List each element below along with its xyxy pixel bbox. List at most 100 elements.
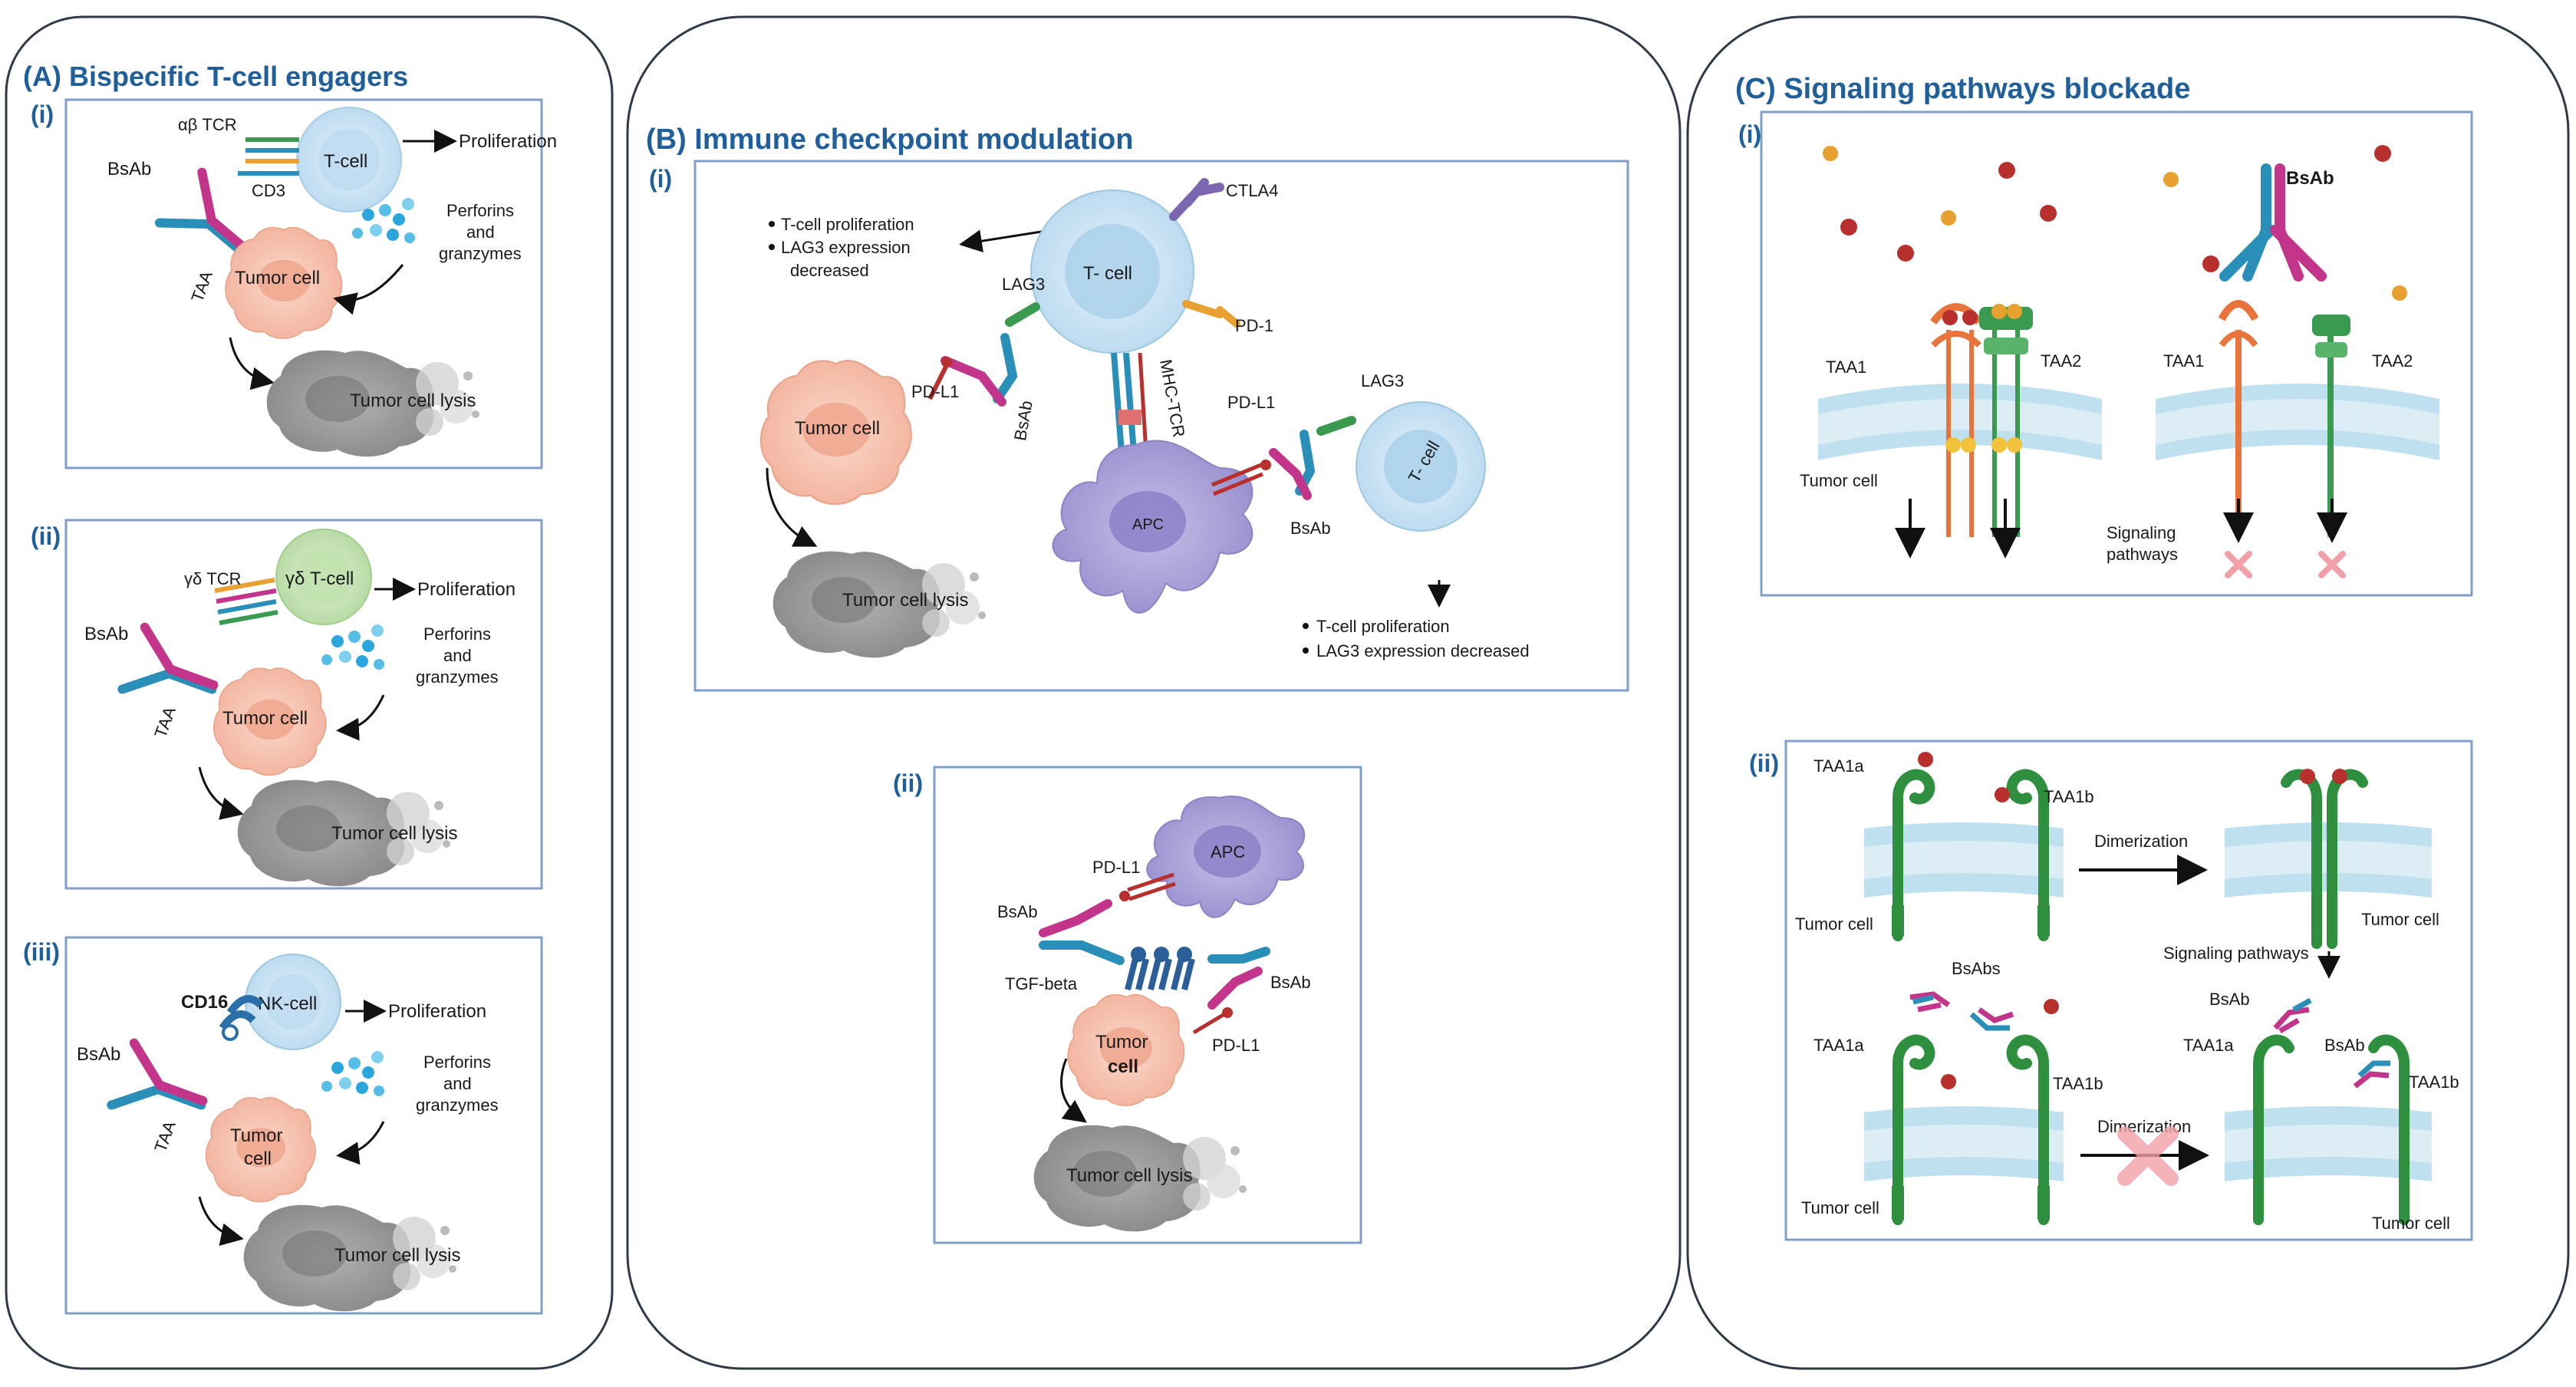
panel-b-i: (i) T-cell proliferation LAG3 expression… — [649, 160, 1629, 692]
ctla4-label: CTLA4 — [1226, 181, 1278, 200]
gd-tcr-receptor — [214, 578, 278, 625]
nk-cell-label: NK-cell — [258, 993, 317, 1014]
taa1b-top-label: TAA1b — [2044, 787, 2094, 806]
taa1-left-label: TAA1 — [1826, 357, 1866, 377]
gd-tcr-label: γδ TCR — [184, 569, 242, 588]
bsab-left — [940, 333, 1018, 407]
taa2-right-label: TAA2 — [2372, 351, 2413, 371]
panel-b-outline — [626, 15, 1682, 1370]
taa-label: TAA — [187, 269, 216, 305]
perforins-line1: Perforins — [423, 1053, 491, 1072]
panel-a-outline — [5, 15, 614, 1370]
dimer-receptor-top-right — [2281, 769, 2368, 949]
panel-c-title: (C) Signaling pathways blockade — [1735, 73, 2190, 105]
bsab-left-label: BsAb — [1010, 399, 1036, 442]
tcr-label: αβ TCR — [178, 115, 237, 134]
bsab-right-label: BsAb — [1270, 973, 1311, 992]
t-cell-main-label: T- cell — [1083, 263, 1132, 284]
outcome-top-line1: T-cell proliferation — [781, 215, 914, 234]
proliferation-label: Proliferation — [459, 131, 557, 152]
panel-a-ii: (ii) γδ T-cell γδ TCR Proliferation BsAb… — [31, 519, 543, 890]
bsab-right-label: BsAb — [1290, 519, 1331, 538]
granzymes-icon — [321, 624, 384, 670]
bsab-label: BsAb — [84, 624, 128, 644]
outcome-top-line3: decreased — [790, 261, 869, 280]
tgf-beta-label: TGF-beta — [1005, 974, 1078, 993]
tumor-cell-label-line2: cell — [1108, 1056, 1138, 1077]
bsab-label: BsAb — [77, 1044, 120, 1065]
free-bsabs — [1909, 991, 2014, 1031]
lysis-label: Tumor cell lysis — [842, 590, 968, 611]
lysis-label: Tumor cell lysis — [334, 1245, 460, 1266]
bsab-right2-label: BsAb — [2324, 1036, 2365, 1055]
cd16-receptor — [219, 995, 264, 1041]
mhc-tcr-label: MHC-TCR — [1156, 358, 1188, 439]
taa1a-bottom-right-label: TAA1a — [2183, 1036, 2234, 1055]
tumor-cell-label: Tumor cell — [235, 268, 320, 288]
perforins-line2: and — [443, 1074, 472, 1093]
apc-label: APC — [1211, 842, 1245, 862]
taa1-right-label: TAA1 — [2163, 351, 2204, 371]
panel-a-iii: (iii) NK-cell CD16 Proliferation BsAb Pe… — [23, 936, 543, 1315]
signaling-line1: Signaling — [2107, 523, 2176, 542]
taa1a-receptor-bottom — [1892, 1034, 1935, 1225]
tumor-cell-label: Tumor cell — [1800, 471, 1878, 490]
tumor-cell-label-line1: Tumor — [1095, 1032, 1148, 1053]
pd-l1-bottom-label: PD-L1 — [1212, 1036, 1260, 1055]
pd-l1-left-label: PD-L1 — [911, 382, 959, 401]
lysis-label: Tumor cell lysis — [331, 823, 457, 844]
panel-c-ii-label: (ii) — [1749, 750, 1779, 777]
signaling-line2: pathways — [2107, 545, 2178, 564]
taa1b-bottom-label: TAA1b — [2053, 1074, 2103, 1093]
bsab-left — [1039, 899, 1125, 965]
bsabs-label: BsAbs — [1952, 959, 2001, 978]
outcome-bottom-line2: LAG3 expression decreased — [1316, 641, 1530, 661]
tumor-cell-label-line2: cell — [244, 1148, 272, 1169]
taa1b-bottom-right-label: TAA1b — [2409, 1072, 2459, 1092]
taa1b-receptor-top — [2006, 769, 2050, 941]
taa1a-top-label: TAA1a — [1813, 756, 1864, 776]
perforins-line3: granzymes — [416, 1095, 499, 1115]
taa1a-receptor-bottom-right — [2253, 1034, 2294, 1225]
bsab-left-label: BsAb — [997, 902, 1038, 921]
taa1a-bottom-label: TAA1a — [1813, 1036, 1864, 1055]
apc-cell — [1052, 440, 1253, 614]
panel-a-i-label: (i) — [31, 100, 54, 128]
signaling-label: Signaling pathways — [2163, 944, 2309, 963]
bound-bsab-1 — [2273, 997, 2312, 1034]
bsab-antibody — [2219, 163, 2327, 282]
block-x-icon — [2117, 1126, 2179, 1186]
panel-b-ii: (ii) APC PD-L1 BsAb TGF-beta — [893, 766, 1362, 1244]
pd-l1-top-label: PD-L1 — [1092, 858, 1140, 877]
bsab-right1-label: BsAb — [2209, 990, 2250, 1009]
t-cell-label: T-cell — [324, 151, 367, 172]
taa1a-receptor-top — [1892, 769, 1935, 941]
panel-c-i-label: (i) — [1738, 120, 1761, 148]
proliferation-label: Proliferation — [417, 579, 516, 600]
bsab-label: BsAb — [2286, 168, 2334, 189]
panel-b-title: (B) Immune checkpoint modulation — [646, 124, 1133, 156]
tumor-cell-label-line1: Tumor — [230, 1125, 282, 1146]
perforins-line3: granzymes — [416, 667, 499, 687]
perforins-line1: Perforins — [446, 201, 514, 220]
bound-bsab-2 — [2353, 1060, 2390, 1089]
proliferation-label: Proliferation — [388, 1001, 486, 1022]
taa-label: TAA — [150, 1118, 180, 1155]
perforins-line3: granzymes — [439, 244, 522, 263]
perforins-line2: and — [466, 222, 495, 242]
panel-c-outline — [1686, 15, 2570, 1370]
taa1b-receptor-bottom-right — [2368, 1034, 2410, 1225]
tumor-cell-top-right-label: Tumor cell — [2361, 910, 2439, 929]
outcome-top-line2: LAG3 expression — [781, 238, 911, 257]
panel-a-ii-label: (ii) — [31, 522, 61, 550]
ligand-particles — [1823, 145, 2407, 301]
taa-label: TAA — [150, 704, 180, 741]
panel-a-title: (A) Bispecific T-cell engagers — [23, 61, 408, 92]
taa2-left-label: TAA2 — [2041, 351, 2081, 371]
tumor-cell-top-left-label: Tumor cell — [1795, 914, 1873, 934]
perforins-line2: and — [443, 646, 472, 665]
tumor-cell-label: Tumor cell — [795, 418, 880, 439]
taa2-receptor-left — [1979, 304, 2033, 537]
panel-b-i-label: (i) — [649, 165, 672, 193]
